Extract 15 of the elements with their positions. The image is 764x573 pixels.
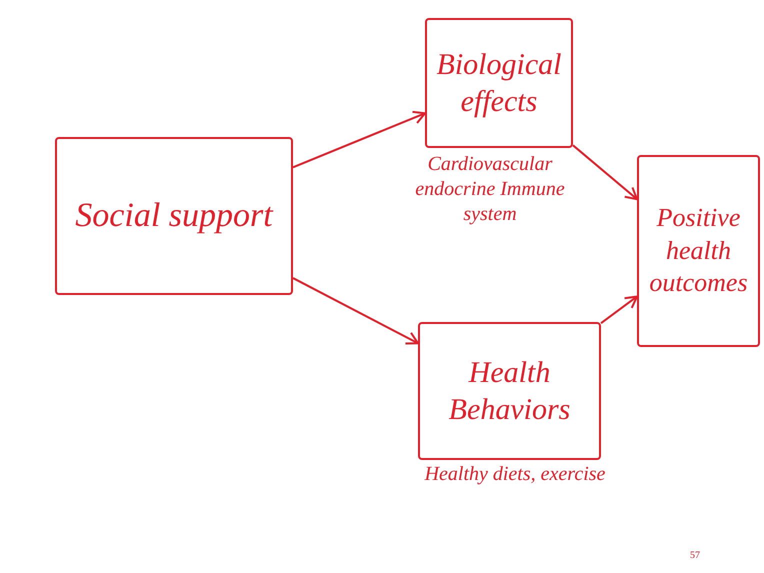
arrow	[600, 296, 638, 324]
box-label: Biological effects	[436, 46, 562, 120]
process-box	[418, 322, 601, 460]
process-box	[55, 137, 293, 295]
page-number: 57	[690, 549, 700, 563]
process-box	[425, 18, 573, 148]
node-caption: Cardiovascular endocrine Immune system	[414, 152, 566, 227]
arrow	[292, 110, 426, 168]
process-box	[637, 155, 760, 347]
box-label: Positive health outcomes	[648, 202, 749, 300]
node-caption: Healthy diets, exercise	[424, 462, 606, 487]
box-label: Health Behaviors	[448, 354, 572, 428]
arrow	[292, 277, 419, 344]
arrow	[572, 144, 638, 200]
box-label: Social support	[75, 196, 273, 236]
